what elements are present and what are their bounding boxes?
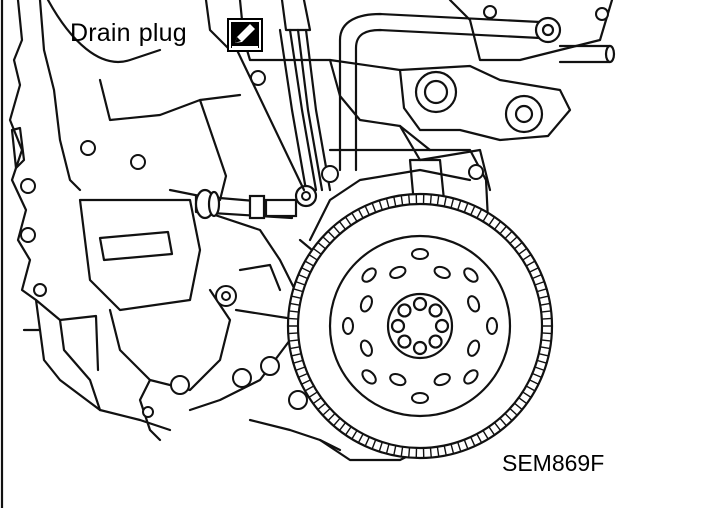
drain-label-word1: Drain (70, 19, 131, 47)
drain-plug-leader-line (234, 46, 306, 192)
water-pipe (338, 12, 616, 172)
alternator-bracket (78, 198, 237, 442)
flywheel-center-bolts (390, 296, 450, 356)
flywheel (286, 192, 554, 460)
thermostat-housing (398, 0, 614, 142)
pencil-edit-icon (227, 18, 263, 52)
drain-plug (194, 184, 318, 220)
dipstick-tube (278, 0, 332, 192)
drain-label-word2: plug (138, 19, 187, 47)
ring-gear-teeth (287, 193, 553, 459)
flywheel-bolt-holes (342, 248, 498, 404)
engine-block (8, 0, 266, 432)
figure-code-label: SEM869F (502, 450, 605, 476)
